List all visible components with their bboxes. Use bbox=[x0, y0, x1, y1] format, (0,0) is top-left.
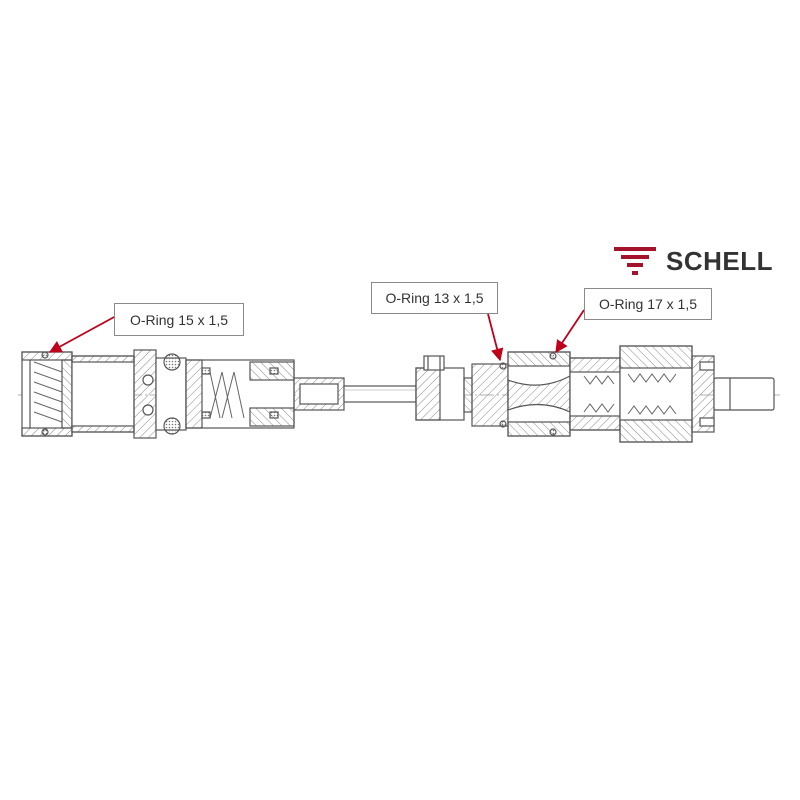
callout-oring-13-label: O-Ring 13 x 1,5 bbox=[385, 290, 484, 306]
left-cap bbox=[21, 351, 73, 437]
right-valve-body bbox=[471, 351, 621, 437]
schell-logo-text: SCHELL bbox=[666, 246, 773, 276]
left-spring-housing bbox=[185, 359, 345, 429]
leader-oring-17 bbox=[555, 309, 585, 354]
leader-oring-15 bbox=[48, 315, 117, 353]
callout-oring-15-label: O-Ring 15 x 1,5 bbox=[129, 311, 229, 328]
o-ring-15-section bbox=[41, 351, 49, 359]
callout-oring-17: O-Ring 17 x 1,5 bbox=[584, 288, 712, 320]
spindle-shaft bbox=[343, 385, 417, 403]
coupling-block bbox=[415, 355, 473, 421]
right-threaded-housing bbox=[619, 345, 715, 443]
right-stem bbox=[713, 377, 775, 411]
o-ring-17-section-lower bbox=[549, 428, 557, 436]
schell-logo-mark-icon bbox=[614, 247, 656, 275]
o-ring-13-section-lower bbox=[499, 420, 507, 428]
schell-logo: SCHELL bbox=[612, 244, 787, 280]
left-body bbox=[71, 349, 187, 439]
o-ring-17-section bbox=[549, 352, 557, 360]
callout-oring-15: O-Ring 15 x 1,5 bbox=[114, 303, 244, 336]
o-ring-15-section-lower bbox=[41, 428, 49, 436]
callout-oring-13: O-Ring 13 x 1,5 bbox=[371, 282, 498, 314]
o-ring-13-section bbox=[499, 362, 507, 370]
leader-oring-13 bbox=[487, 313, 504, 362]
callout-oring-17-label: O-Ring 17 x 1,5 bbox=[598, 296, 698, 312]
